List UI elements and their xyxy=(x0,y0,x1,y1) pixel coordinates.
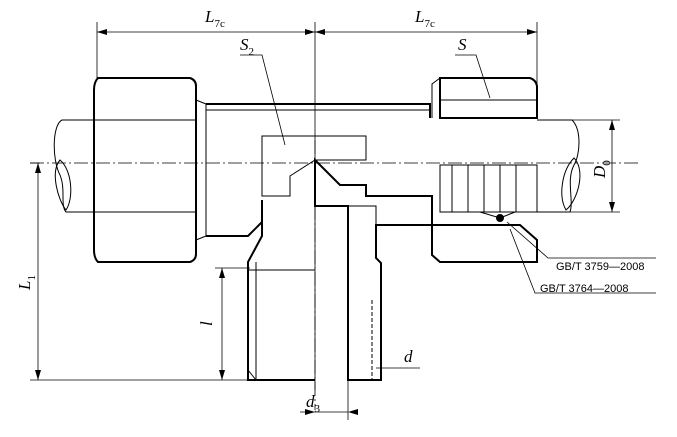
left-tube xyxy=(53,119,98,213)
tee-body xyxy=(206,103,433,381)
label-l7c-left: L7c xyxy=(204,7,225,30)
right-tube xyxy=(537,119,581,213)
label-d0: D0 xyxy=(590,160,613,179)
label-l1: L1 xyxy=(15,275,38,291)
d3-dimension xyxy=(300,380,358,420)
label-l7c-right: L7c xyxy=(414,7,435,30)
label-l-small: l xyxy=(197,321,216,326)
leaders xyxy=(240,54,656,369)
l1-dimension xyxy=(30,162,248,381)
l-small-dimension xyxy=(215,267,250,380)
standard-lower: GB/T 3764—2008 xyxy=(540,283,628,295)
d0-dimension xyxy=(540,119,620,213)
label-d: d xyxy=(404,347,413,366)
right-hex-nut xyxy=(431,77,538,263)
label-d3: d3 xyxy=(306,392,321,415)
standard-upper: GB/T 3759—2008 xyxy=(556,261,644,273)
left-hex-nut xyxy=(93,77,207,263)
label-s2: S2 xyxy=(240,35,254,58)
label-s: S xyxy=(458,35,467,54)
centre-lines xyxy=(30,140,640,410)
